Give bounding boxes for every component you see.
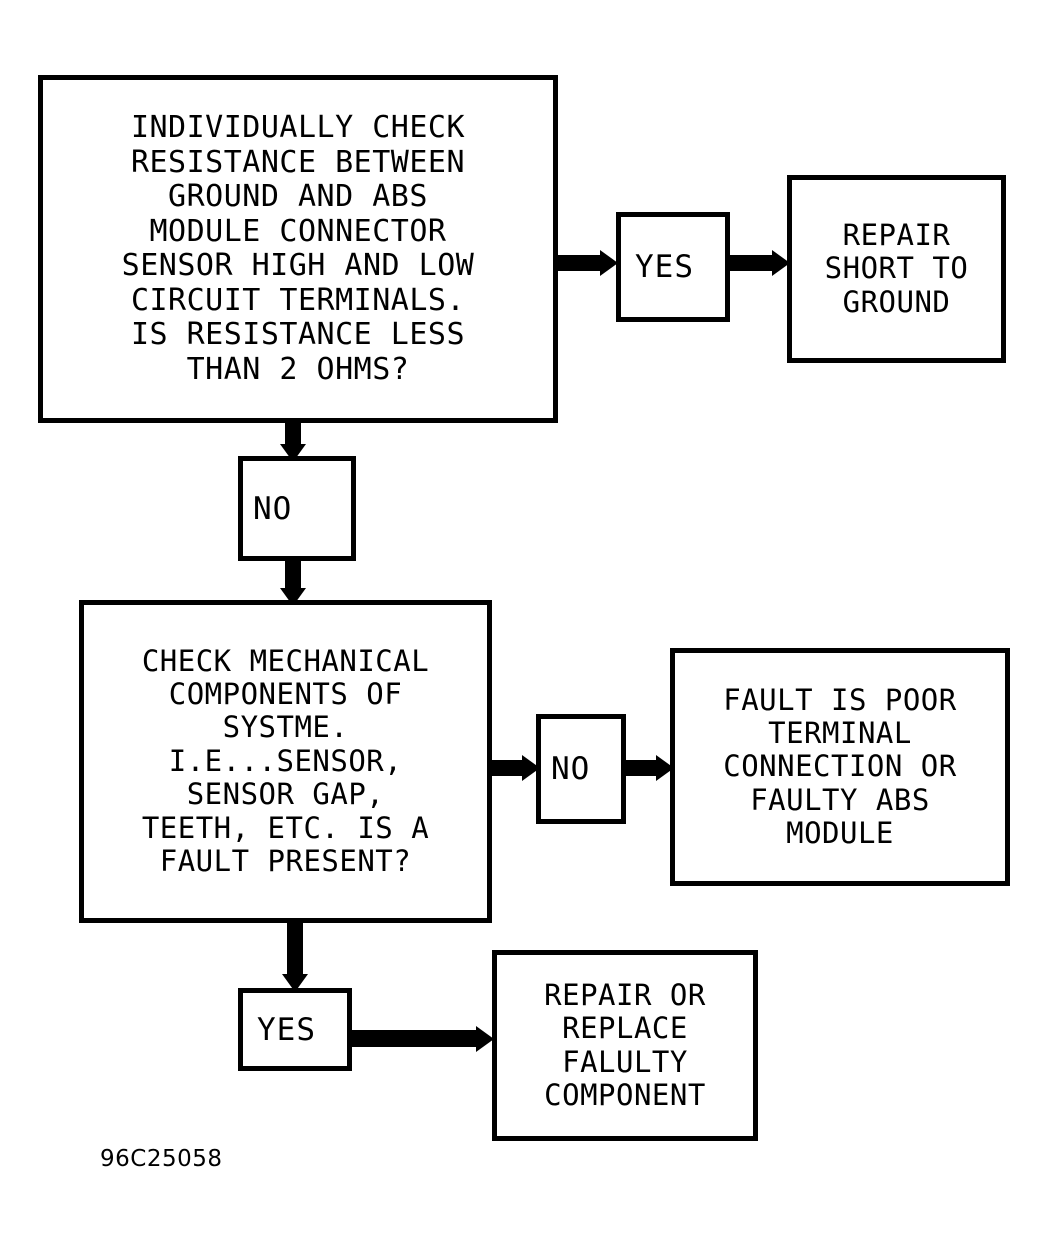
arrow-shaft	[285, 558, 301, 590]
arrow-shaft	[287, 920, 303, 976]
outcome-box-repair-short-to-ground-text: REPAIR SHORT TO GROUND	[824, 217, 969, 319]
arrow-head-right-icon	[772, 250, 790, 276]
arrow-mechanical-to-yes	[282, 920, 308, 992]
label-box-yes-top: YES	[616, 212, 730, 322]
outcome-box-repair-or-replace: REPAIR OR REPLACE FALULTY COMPONENT	[492, 950, 758, 1141]
process-box-check-mechanical-text: CHECK MECHANICAL COMPONENTS OF SYSTME. I…	[141, 643, 430, 878]
label-box-yes-bottom-text: YES	[257, 1011, 316, 1048]
outcome-box-fault-poor-terminal-text: FAULT IS POOR TERMINAL CONNECTION OR FAU…	[723, 682, 957, 851]
arrow-head-right-icon	[476, 1025, 494, 1052]
arrow-yes-to-repair-replace	[350, 1025, 496, 1052]
arrow-shaft	[285, 420, 301, 446]
arrow-yes-to-repair-short	[728, 250, 790, 276]
arrow-shaft	[623, 760, 658, 776]
outcome-box-repair-short-to-ground: REPAIR SHORT TO GROUND	[787, 175, 1006, 363]
arrow-head-right-icon	[656, 755, 674, 781]
figure-caption: 96C25058	[100, 1146, 223, 1172]
arrow-mechanical-to-no	[490, 755, 540, 781]
label-box-no-right: NO	[536, 714, 626, 824]
outcome-box-repair-or-replace-text: REPAIR OR REPLACE FALULTY COMPONENT	[544, 977, 706, 1112]
outcome-box-fault-poor-terminal: FAULT IS POOR TERMINAL CONNECTION OR FAU…	[670, 648, 1010, 886]
label-box-no-middle: NO	[238, 456, 356, 561]
label-box-no-right-text: NO	[551, 751, 591, 787]
arrow-head-right-icon	[600, 250, 618, 276]
process-box-check-resistance-text: INDIVIDUALLY CHECK RESISTANCE BETWEEN GR…	[121, 110, 475, 387]
process-box-check-resistance: INDIVIDUALLY CHECK RESISTANCE BETWEEN GR…	[38, 75, 558, 423]
arrow-shaft	[556, 255, 602, 271]
arrow-no-to-fault	[623, 755, 674, 781]
arrow-shaft	[350, 1030, 478, 1047]
arrow-head-down-icon	[282, 974, 308, 992]
label-box-no-middle-text: NO	[253, 490, 293, 527]
label-box-yes-top-text: YES	[635, 249, 694, 285]
arrow-no-to-mechanical	[280, 558, 306, 606]
process-box-check-mechanical: CHECK MECHANICAL COMPONENTS OF SYSTME. I…	[79, 600, 492, 923]
arrow-shaft	[728, 255, 774, 271]
arrow-head-right-icon	[522, 755, 540, 781]
arrow-shaft	[490, 760, 524, 776]
arrow-resistance-to-yes	[556, 250, 618, 276]
label-box-yes-bottom: YES	[238, 988, 352, 1071]
